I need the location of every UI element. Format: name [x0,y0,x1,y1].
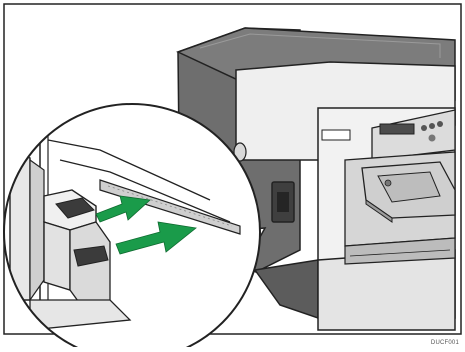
figure-code: DUCF001 [431,340,459,346]
lcd-display [380,124,414,134]
